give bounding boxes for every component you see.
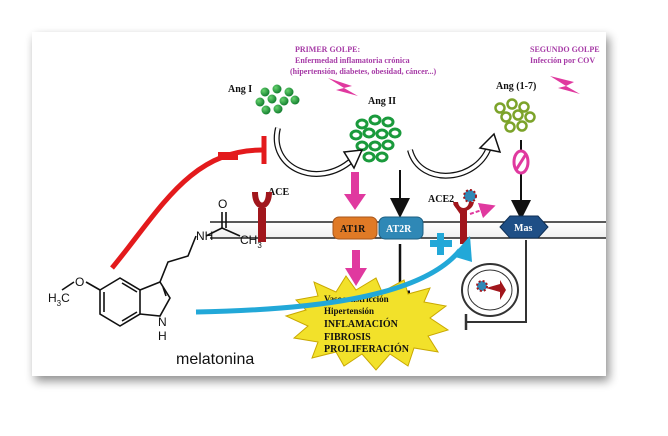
atom-label: O: [75, 275, 84, 289]
activation-arrow-melatonin-ace2: [195, 248, 462, 315]
lightning-bolt-icon: [550, 76, 580, 94]
effect-item: FIBROSIS: [324, 332, 371, 343]
effects-burst: [284, 275, 450, 371]
melatonin-caption: melatonina: [176, 351, 255, 368]
primer-golpe-line2: (hipertensión, diabetes, obesidad, cánce…: [290, 67, 436, 76]
arrowhead-icon: [342, 149, 364, 170]
ang-1-7-label: Ang (1-7): [496, 81, 536, 92]
ace2-receptor-icon: [453, 202, 474, 244]
internalized-vesicle: [461, 263, 519, 317]
activation-arrow-at1r-effects: [345, 250, 367, 286]
ang-1-7-cluster: [494, 98, 536, 133]
segundo-golpe-title: SEGUNDO GOLPE: [530, 45, 600, 54]
atom-label: N: [158, 315, 167, 329]
primer-golpe-line1: Enfermedad inflamatoria crónica: [295, 56, 410, 65]
primer-golpe-title: PRIMER GOLPE:: [295, 45, 360, 54]
conversion-arrow-ang1-to-ang2-fill: [274, 127, 354, 176]
minus-sign-icon: [218, 152, 238, 160]
arrowhead-icon: [478, 132, 502, 153]
ang-i-label: Ang I: [228, 84, 252, 95]
at1r-label: AT1R: [340, 224, 366, 235]
effect-item: Hipertensión: [324, 306, 374, 316]
ace-receptor-icon: [252, 192, 272, 242]
activation-arrow-ang2-at1r: [344, 172, 366, 210]
at1r-receptor: AT1R: [332, 216, 378, 240]
ace-label: ACE: [268, 187, 289, 198]
ace2-internalized-icon: [486, 280, 506, 300]
ace2-release-arrow: [469, 202, 496, 219]
at2r-receptor: AT2R: [378, 216, 424, 240]
arrowhead-icon: [452, 236, 472, 262]
plus-sign-icon: [430, 233, 452, 255]
mas-label: Mas: [514, 223, 532, 234]
effect-item: INFLAMACIÓN: [324, 318, 399, 330]
melatonin-atom-labels: H3C O NH O CH3 N H: [48, 197, 262, 343]
atom-label: H: [158, 329, 167, 343]
lightning-bolt-icon: [328, 78, 358, 96]
conversion-arrow-ang2-to-ang17-fill: [408, 143, 492, 178]
mas-receptor: Mas: [499, 215, 549, 239]
at2r-label: AT2R: [386, 224, 412, 235]
prohibited-icon: [512, 149, 530, 175]
mas-inhibition-path: [466, 240, 527, 323]
virus-icon: [463, 189, 477, 203]
ang-i-cluster: [255, 84, 300, 115]
atom-label: NH: [196, 229, 213, 243]
atom-label: H3C: [48, 291, 70, 308]
atom-label: O: [218, 197, 227, 211]
ace2-label: ACE2: [428, 194, 454, 205]
segundo-golpe-line1: Infección por COV: [530, 56, 595, 65]
atom-label: CH3: [240, 233, 262, 250]
melatonin-structure: [61, 212, 241, 327]
effect-item: PROLIFERACIÓN: [324, 343, 410, 355]
ang-ii-label: Ang II: [368, 96, 396, 107]
virus-icon: [476, 280, 488, 292]
